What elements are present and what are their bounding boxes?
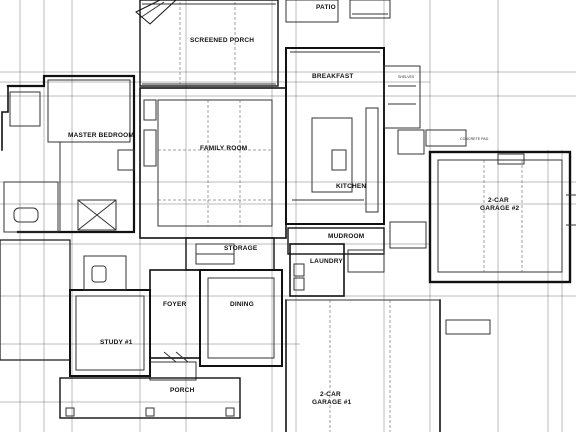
porch-area (59, 377, 241, 419)
label-screened-porch: SCREENED PORCH (190, 37, 254, 44)
label-garage-2-title: 2-CAR (488, 197, 509, 204)
label-breakfast: BREAKFAST (312, 73, 354, 80)
label-kitchen: KITCHEN (336, 183, 366, 190)
label-shelves: SHELVES (398, 75, 415, 79)
label-mudroom: MUDROOM (328, 233, 364, 240)
label-laundry: LAUNDRY (310, 258, 343, 265)
label-family-room: FAMILY ROOM (200, 145, 247, 152)
family-room-area (139, 87, 287, 239)
label-master-bedroom: MASTER BEDROOM (68, 132, 134, 139)
master-bedroom-area (1, 74, 136, 234)
label-garage-1-sub: GARAGE #1 (312, 399, 352, 406)
label-garage-2-sub: GARAGE #2 (480, 205, 520, 212)
label-patio: PATIO (316, 4, 336, 11)
label-garage-1-title: 2-CAR (320, 391, 341, 398)
study-area (0, 239, 151, 377)
label-storage: STORAGE (224, 245, 258, 252)
label-dining: DINING (230, 301, 254, 308)
mudroom-laundry-area (287, 221, 427, 297)
garage-2-area (425, 129, 576, 284)
screened-porch-area (135, 0, 391, 87)
garage-1-area (285, 299, 491, 432)
label-foyer: FOYER (163, 301, 186, 308)
label-study: STUDY #1 (100, 339, 133, 346)
kitchen-breakfast-area (285, 47, 425, 225)
foyer-dining-area (149, 237, 283, 381)
label-concrete-pad: CONCRETE PAD (460, 137, 489, 141)
room-labels: SCREENED PORCH PATIO BREAKFAST MASTER BE… (68, 4, 520, 406)
label-porch: PORCH (170, 387, 195, 394)
